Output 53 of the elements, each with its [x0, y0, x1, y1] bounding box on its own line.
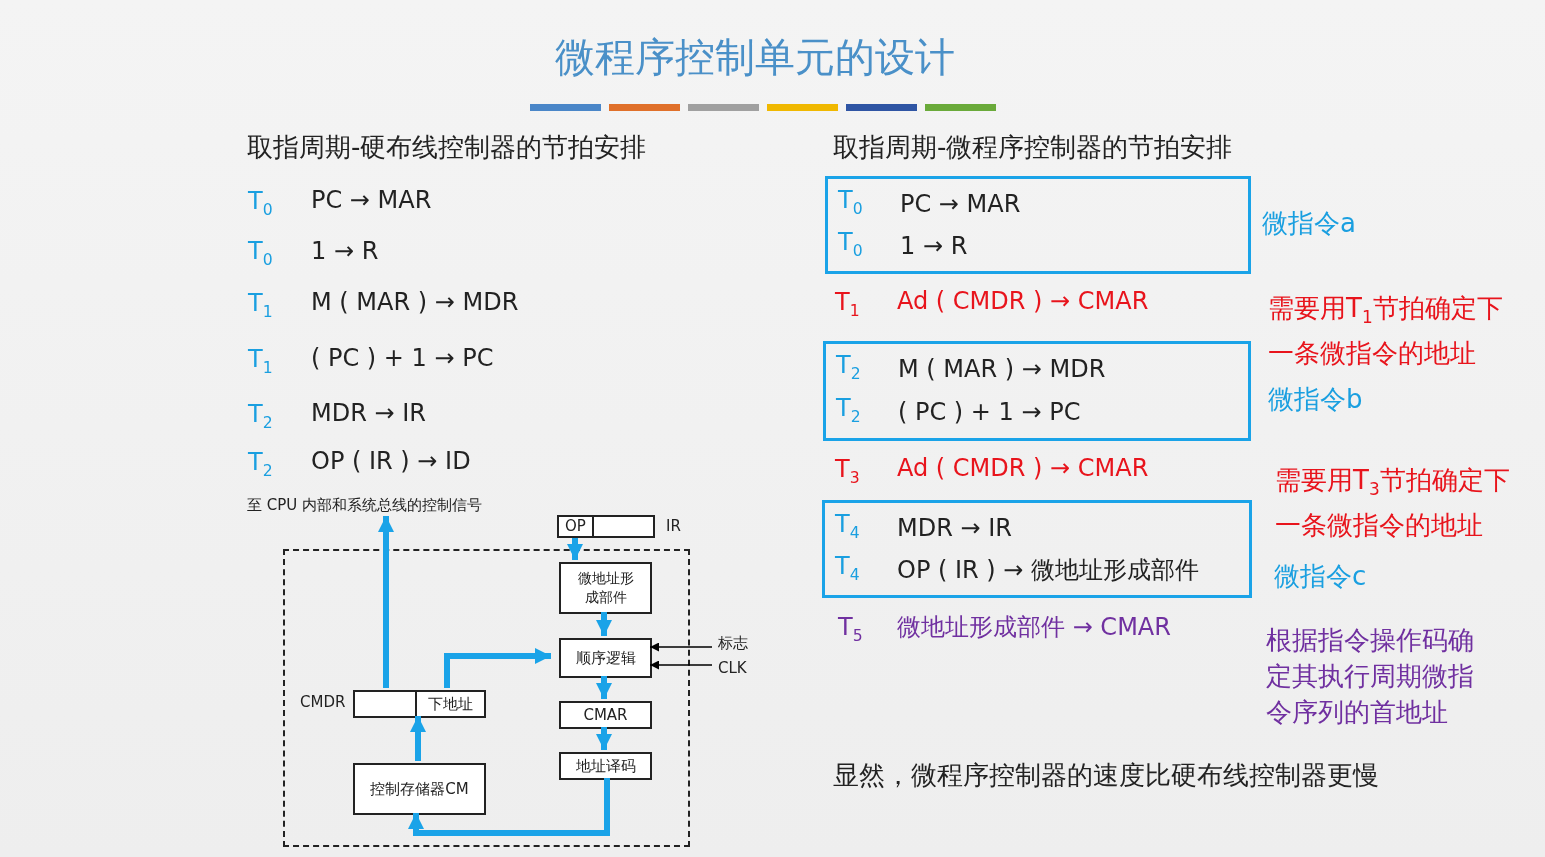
signal-label: CLK	[718, 657, 758, 679]
note-text: 需要用T$_{3}$节拍确定下一条微指令的地址	[1275, 464, 1511, 543]
signal-label: 标志	[718, 632, 758, 654]
microinstruction-box: T$_{4}$ MDR → IR T$_{4}$ OP ( IR ) → 微地址形成部件	[822, 500, 1252, 598]
transfer-text: MDR → IR	[311, 398, 426, 428]
arrow	[444, 648, 551, 688]
transfer-text: ( PC ) + 1 → PC	[311, 343, 494, 373]
arrow	[408, 778, 610, 836]
process-box: CMAR	[559, 701, 652, 729]
beat-label: T$_{5}$	[838, 612, 863, 647]
process-box: 控制存储器CM	[353, 763, 486, 815]
microinstruction-box: T$_{2}$ M ( MAR ) → MDR T$_{2}$ ( PC ) + 1 → PC	[823, 341, 1251, 441]
conclusion-text: 显然，微程序控制器的速度比硬布线控制器更慢	[833, 760, 1379, 790]
control-unit-boundary	[283, 549, 690, 847]
arrow	[649, 642, 713, 652]
microinstruction-box: T$_{0}$ PC → MAR T$_{0}$ 1 → R	[825, 176, 1251, 274]
heading: 取指周期-硬布线控制器的节拍安排	[247, 132, 647, 162]
process-box: 微地址形成部件	[559, 562, 652, 614]
arrow	[596, 612, 612, 636]
transfer-text: Ad ( CMDR ) → CMAR	[897, 453, 1149, 483]
register-name: IR	[666, 516, 681, 536]
beat-label: T$_{2}$	[248, 399, 273, 434]
note-text: 根据指令操作码确定其执行周期微指令序列的首地址	[1266, 624, 1475, 729]
process-box: 地址译码	[559, 752, 652, 780]
microinstruction-label: 微指令a	[1262, 208, 1356, 238]
microinstruction-label: 微指令b	[1268, 384, 1363, 414]
arrow	[596, 676, 612, 699]
beat-label: T$_{2}$	[248, 447, 273, 482]
arrow	[410, 716, 426, 761]
transfer-text: 微地址形成部件 → CMAR	[897, 612, 1171, 642]
arrow	[649, 660, 713, 670]
transfer-text: Ad ( CMDR ) → CMAR	[897, 286, 1149, 316]
beat-label: T$_{1}$	[835, 287, 860, 322]
beat-label: T$_{1}$	[248, 288, 273, 323]
arrow	[378, 516, 394, 688]
signal-label: 至 CPU 内部和系统总线的控制信号	[247, 494, 517, 516]
arrow	[567, 538, 583, 560]
process-box: 顺序逻辑	[559, 638, 652, 678]
transfer-text: OP ( IR ) → ID	[311, 446, 471, 476]
transfer-text: 1 → R	[311, 236, 379, 266]
register-name: CMDR	[300, 692, 346, 712]
slide-title: 微程序控制单元的设计	[554, 33, 956, 82]
instruction-register: OP	[557, 515, 655, 538]
register: 下地址	[353, 690, 486, 718]
transfer-text: PC → MAR	[311, 185, 432, 215]
beat-label: T$_{1}$	[248, 344, 273, 379]
microinstruction-label: 微指令c	[1274, 561, 1367, 591]
beat-label: T$_{3}$	[835, 454, 860, 489]
note-text: 需要用T$_{1}$节拍确定下一条微指令的地址	[1268, 292, 1504, 371]
arrow	[596, 727, 612, 750]
beat-label: T$_{0}$	[248, 186, 273, 221]
transfer-text: M ( MAR ) → MDR	[311, 287, 519, 317]
beat-label: T$_{0}$	[248, 236, 273, 271]
